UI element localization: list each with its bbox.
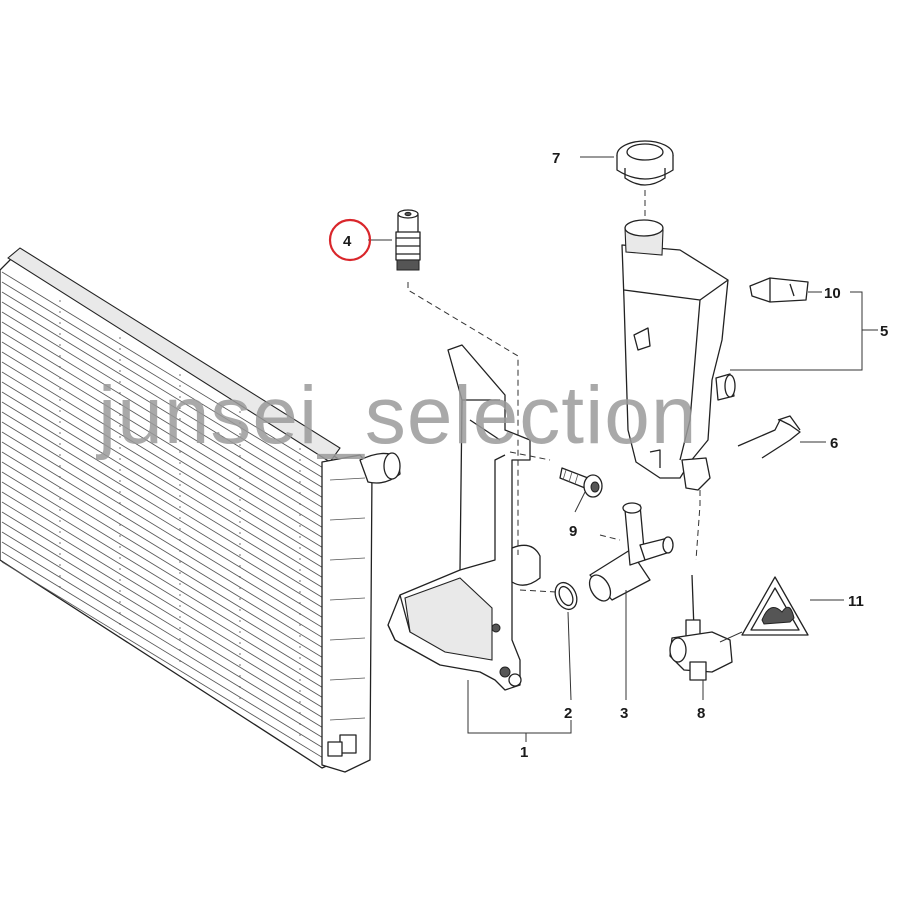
clip-part-6	[737, 415, 801, 459]
radiator-fin	[1, 531, 339, 738]
radiator-fin	[1, 491, 339, 698]
bracket-part-1	[387, 344, 531, 691]
radiator-fin	[1, 321, 339, 528]
radiator-fin	[1, 551, 339, 758]
radiator-fin	[1, 521, 339, 728]
callout-6: 6	[830, 435, 838, 452]
radiator-fin	[1, 291, 339, 498]
o-ring-part-2	[554, 581, 578, 611]
radiator-fin	[1, 421, 339, 628]
radiator-fin	[1, 541, 339, 748]
cap-part-7	[616, 140, 674, 186]
radiator-fin	[1, 301, 339, 508]
radiator-fin	[1, 511, 339, 718]
highlight-circle	[328, 218, 372, 262]
bracket-pipe	[511, 544, 541, 586]
radiator-fin	[1, 391, 339, 598]
callout-7: 7	[552, 150, 560, 167]
radiator-fin	[1, 361, 339, 568]
radiator-fin	[1, 451, 339, 658]
radiator-fin	[1, 411, 339, 618]
radiator-fin	[1, 441, 339, 648]
expansion-tank-part-5	[621, 219, 736, 491]
callout-2: 2	[564, 705, 572, 722]
radiator-fin	[1, 431, 339, 638]
callout-4: 4	[343, 233, 352, 250]
radiator-fin	[1, 561, 339, 768]
screw-part-9	[559, 467, 603, 498]
sensor-part-8	[669, 574, 733, 681]
callout-3: 3	[620, 705, 628, 722]
radiator	[0, 247, 401, 773]
radiator-fin	[1, 501, 339, 708]
warning-sign-part-11	[741, 576, 809, 636]
radiator-fin	[1, 481, 339, 688]
radiator-fin	[1, 331, 339, 538]
radiator-fin	[1, 401, 339, 608]
radiator-fin	[1, 371, 339, 578]
radiator-fin	[1, 281, 339, 488]
radiator-fin	[1, 341, 339, 548]
callout-10: 10	[824, 285, 841, 302]
t-connector-part-3	[588, 502, 674, 602]
callout-11: 11	[848, 593, 864, 610]
callout-5: 5	[880, 323, 888, 340]
radiator-fin	[1, 311, 339, 518]
plug-part-4	[395, 209, 421, 271]
callout-9: 9	[569, 523, 577, 540]
callout-1: 1	[520, 744, 528, 761]
radiator-fin	[1, 471, 339, 678]
leader-lines	[368, 156, 878, 742]
callout-8: 8	[697, 705, 705, 722]
radiator-fin	[1, 271, 339, 478]
radiator-fin	[1, 461, 339, 668]
watermark: junsei_selection	[96, 370, 698, 461]
callout-labels: 1 2 3 4 5 6 7 8 9 10 11	[343, 150, 888, 761]
clip-part-10	[749, 277, 809, 303]
radiator-fin	[1, 381, 339, 588]
radiator-fin	[1, 351, 339, 558]
